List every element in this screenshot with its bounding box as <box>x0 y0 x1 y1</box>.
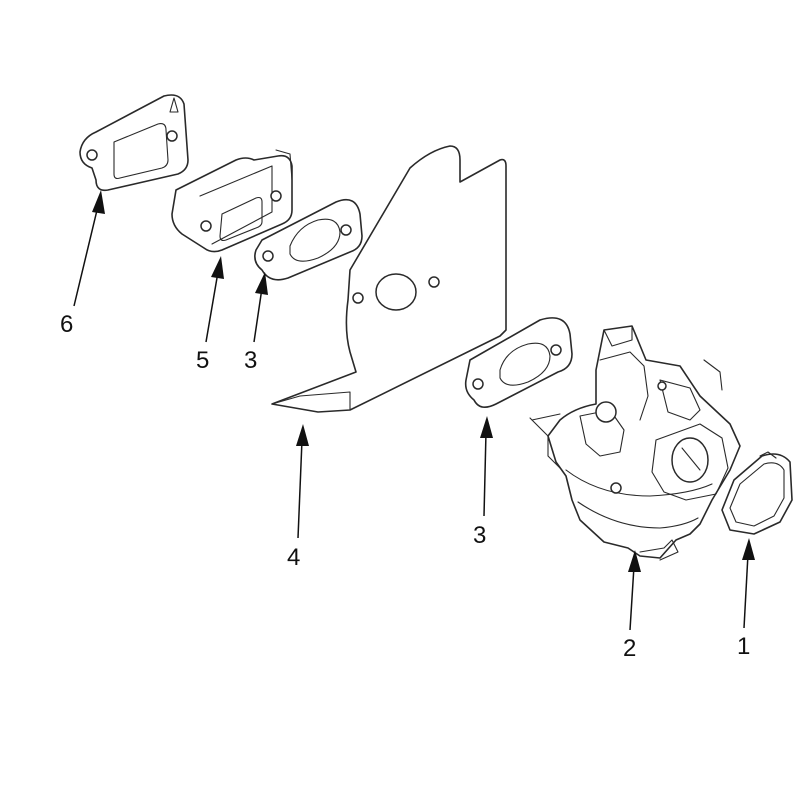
part-carburetor <box>529 325 741 561</box>
callout-1: 1 <box>737 633 750 660</box>
callout-5: 5 <box>196 347 209 374</box>
leader-arrow-3-upper <box>253 272 268 343</box>
leader-arrow-2 <box>628 550 641 631</box>
part-bowl-gasket <box>721 451 793 535</box>
callout-2: 2 <box>623 635 636 662</box>
leader-arrow-4 <box>296 424 309 539</box>
part-intake-spacer <box>171 149 293 253</box>
leader-arrow-6 <box>73 190 105 307</box>
callout-3-lower: 3 <box>473 522 486 549</box>
part-heat-shield <box>271 145 507 413</box>
part-gasket-upper <box>254 198 363 281</box>
callout-6: 6 <box>60 311 73 338</box>
callout-4: 4 <box>287 544 300 571</box>
callout-3-upper: 3 <box>244 347 257 374</box>
leader-arrow-5 <box>205 256 224 343</box>
leader-arrow-1 <box>742 538 755 629</box>
part-gasket-top-left <box>79 94 189 192</box>
leader-arrow-3-lower <box>480 416 493 517</box>
part-gasket-lower <box>464 317 573 408</box>
